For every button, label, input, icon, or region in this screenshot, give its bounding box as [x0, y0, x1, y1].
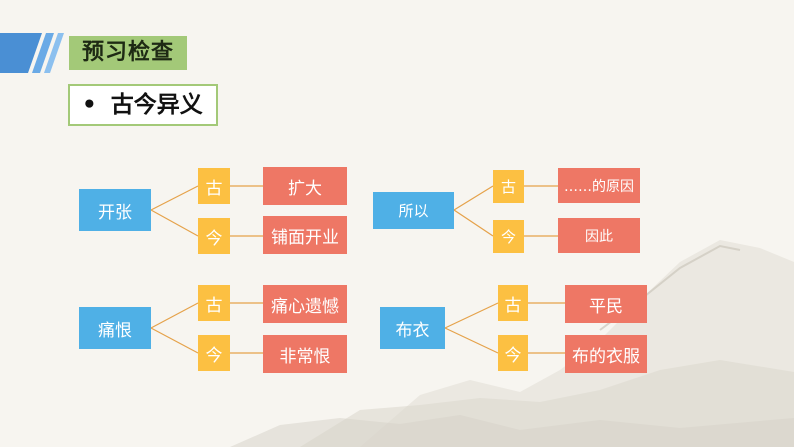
page-title: 预习检查: [69, 36, 187, 70]
ancient-meaning: 扩大: [263, 167, 347, 205]
term-box: 痛恨: [79, 307, 151, 349]
term-box: 所以: [373, 192, 454, 229]
modern-meaning: 非常恨: [263, 335, 347, 373]
modern-meaning: 布的衣服: [565, 335, 647, 373]
ancient-label: 古: [493, 170, 524, 203]
bullet-icon: •: [82, 92, 97, 118]
header-stripes-decoration: [0, 33, 64, 73]
ancient-meaning: ……的原因: [558, 168, 640, 203]
ancient-label: 古: [198, 285, 230, 321]
section-heading: • 古今异义: [68, 84, 218, 126]
modern-label: 今: [198, 218, 230, 254]
modern-label: 今: [493, 220, 524, 253]
modern-meaning: 因此: [558, 218, 640, 253]
modern-meaning: 铺面开业: [263, 216, 347, 254]
modern-label: 今: [198, 335, 230, 371]
modern-label: 今: [498, 335, 528, 371]
ancient-meaning: 痛心遗憾: [263, 285, 347, 323]
section-heading-text: 古今异义: [110, 92, 203, 118]
term-box: 开张: [79, 189, 151, 231]
term-box: 布衣: [380, 307, 445, 349]
ancient-label: 古: [498, 285, 528, 321]
ancient-meaning: 平民: [565, 285, 647, 323]
ancient-label: 古: [198, 168, 230, 204]
